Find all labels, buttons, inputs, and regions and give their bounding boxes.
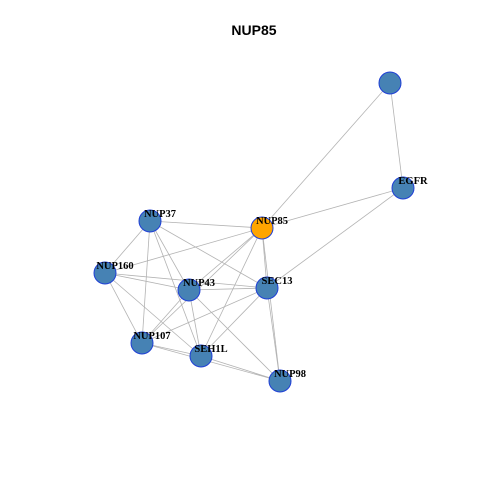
node-seh1l (189, 344, 213, 368)
node-sec13 (255, 276, 279, 300)
edge-nup107-nup98 (141, 342, 281, 382)
node-layer (93, 71, 415, 393)
edge-nup160-seh1l (104, 272, 202, 357)
diagram-title: NUP85 (231, 22, 276, 38)
edge-sec13-nup98 (266, 287, 281, 382)
node-label-egfr: EGFR (398, 176, 428, 187)
node-nup107 (130, 331, 154, 355)
node-label-sec13: SEC13 (262, 276, 293, 287)
edge-unlabeled-egfr (389, 82, 404, 189)
node-label-nup98: NUP98 (274, 369, 306, 380)
edge-nup43-nup98 (188, 289, 281, 382)
edge-nup85-nup160 (104, 227, 263, 274)
edge-unlabeled-nup85 (261, 82, 391, 229)
node-unlabeled (378, 71, 402, 95)
node-label-nup160: NUP160 (96, 261, 133, 272)
edge-seh1l-nup98 (200, 355, 281, 382)
node-label-nup37: NUP37 (144, 209, 176, 220)
edge-nup37-seh1l (149, 220, 202, 357)
node-nup85 (250, 216, 274, 240)
edge-nup37-nup85 (149, 220, 263, 229)
edge-sec13-seh1l (200, 287, 268, 357)
edge-nup37-sec13 (149, 220, 268, 289)
edge-nup37-nup107 (141, 220, 151, 344)
node-label-nup43: NUP43 (183, 278, 215, 289)
node-nup43 (177, 278, 201, 302)
node-label-nup107: NUP107 (133, 331, 170, 342)
edge-sec13-nup107 (141, 287, 268, 344)
node-egfr (391, 176, 415, 200)
node-nup160 (93, 261, 117, 285)
node-label-seh1l: SEH1L (194, 344, 227, 355)
node-label-nup85: NUP85 (256, 216, 288, 227)
edge-nup85-nup107 (141, 227, 263, 344)
edge-nup160-nup43 (104, 272, 190, 291)
node-nup37 (138, 209, 162, 233)
edge-nup85-nup98 (261, 227, 281, 382)
edge-nup85-seh1l (200, 227, 263, 357)
edge-nup85-nup43 (188, 227, 263, 291)
edge-nup37-nup43 (149, 220, 190, 291)
edge-nup43-nup107 (141, 289, 190, 344)
edge-nup160-nup107 (104, 272, 143, 344)
edge-egfr-sec13 (266, 187, 404, 289)
edge-egfr-nup85 (261, 187, 404, 229)
edge-nup43-sec13 (188, 287, 268, 291)
node-nup98 (268, 369, 292, 393)
